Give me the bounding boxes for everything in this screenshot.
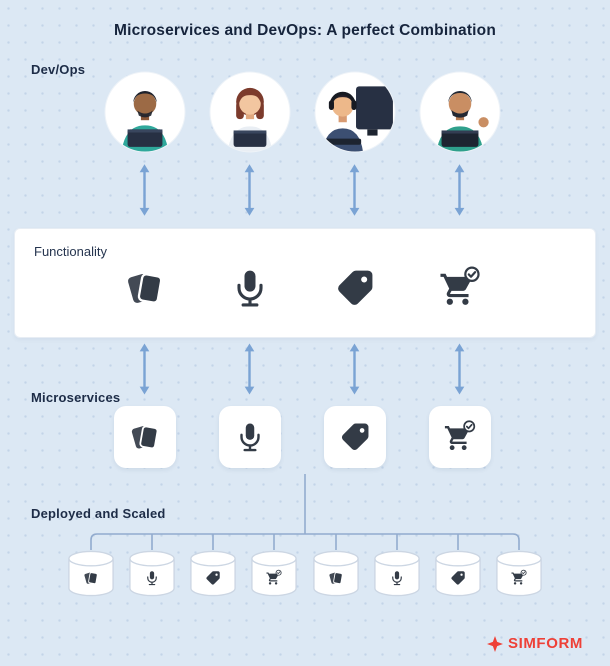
mic-icon: [233, 420, 267, 454]
tag-icon: [333, 266, 377, 310]
deployed-section-label: Deployed and Scaled: [31, 506, 166, 521]
simform-logo-text: SIMFORM: [507, 635, 583, 652]
database-cylinder-tag: [186, 550, 240, 598]
double-arrow-icon: [452, 343, 467, 395]
avatar-developer-man-headphones-desktop: [314, 71, 395, 153]
microservice-tile-mic: [218, 406, 281, 468]
cart-icon: [510, 570, 527, 587]
cards-icon: [128, 420, 162, 454]
simform-logo-icon: [486, 635, 503, 652]
arrows-devops-to-functionality: [92, 160, 512, 220]
avatar-developer-man-laptop-waving: [419, 71, 500, 153]
cart-icon: [266, 570, 283, 587]
page-title: Microservices and DevOps: A perfect Comb…: [113, 22, 497, 39]
mic-icon: [144, 570, 161, 587]
functionality-panel: Functionality: [14, 228, 596, 338]
avatar-developer-woman-laptop: [209, 71, 290, 153]
functionality-label: Functionality: [34, 244, 107, 259]
mic-icon: [228, 266, 272, 310]
microservice-tile-cards: [113, 406, 176, 468]
database-cylinder-mic: [125, 550, 179, 598]
microservice-tile-cart: [428, 406, 491, 468]
cards-icon: [123, 266, 167, 310]
double-arrow-icon: [137, 161, 152, 219]
devops-section-label: Dev/Ops: [31, 62, 86, 77]
cart-icon: [438, 266, 482, 310]
devops-avatars-row: [92, 70, 512, 154]
database-cylinder-cards: [64, 550, 118, 598]
cards-icon: [83, 570, 100, 587]
double-arrow-icon: [137, 343, 152, 395]
database-cylinder-cart: [492, 550, 546, 598]
cards-icon: [327, 570, 344, 587]
double-arrow-icon: [452, 161, 467, 219]
double-arrow-icon: [242, 343, 257, 395]
arrows-functionality-to-microservices: [92, 342, 512, 396]
microservice-tile-tag: [323, 406, 386, 468]
tag-icon: [338, 420, 372, 454]
database-cylinder-cart: [247, 550, 301, 598]
tag-icon: [449, 570, 466, 587]
functionality-icons-row: [92, 262, 512, 314]
avatar-developer-man-laptop: [104, 71, 185, 153]
mic-icon: [388, 570, 405, 587]
double-arrow-icon: [347, 343, 362, 395]
double-arrow-icon: [242, 161, 257, 219]
simform-logo: SIMFORM: [486, 635, 583, 652]
database-cylinder-tag: [431, 550, 485, 598]
tag-icon: [205, 570, 222, 587]
double-arrow-icon: [347, 161, 362, 219]
database-icon: [68, 550, 114, 597]
database-cylinder-cards: [309, 550, 363, 598]
database-row: [64, 550, 546, 598]
microservices-tiles-row: [92, 404, 512, 470]
microservices-section-label: Microservices: [31, 390, 121, 405]
cart-icon: [443, 420, 477, 454]
database-cylinder-mic: [370, 550, 424, 598]
